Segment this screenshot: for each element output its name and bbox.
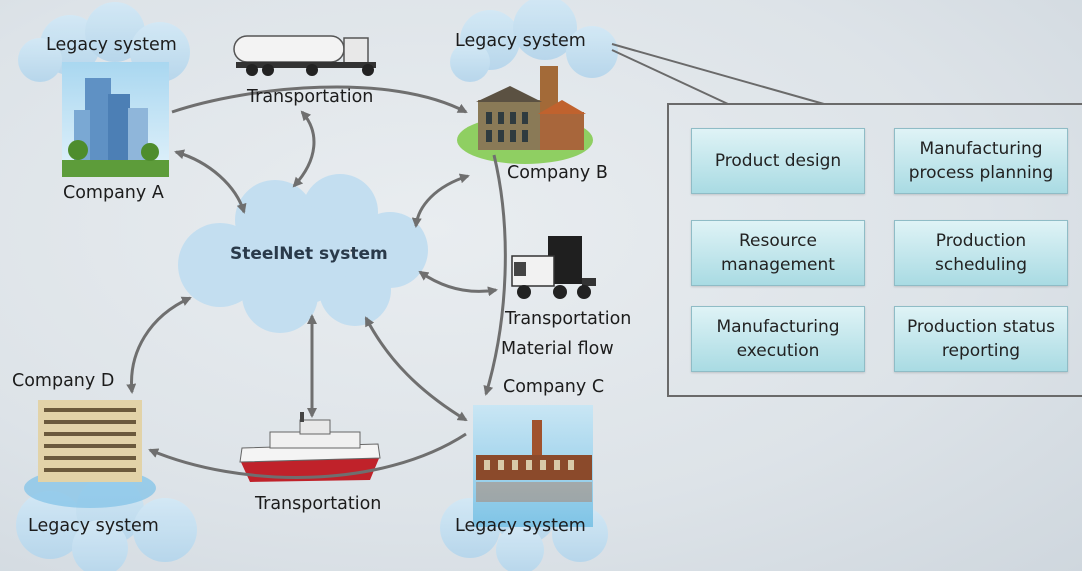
module-line2: reporting (941, 341, 1021, 361)
module-line1: Manufacturing (716, 317, 840, 337)
legacy-label-c: Legacy system (455, 516, 586, 536)
module-line1: Product design (714, 151, 842, 171)
arrow-b-steelnet (411, 173, 470, 228)
company-c-label: Company C (503, 377, 605, 397)
arrow-a-steelnet (174, 149, 247, 214)
module-line2: process planning (908, 163, 1054, 183)
module-line1: Resource (739, 231, 817, 251)
company-b-building-image (457, 66, 593, 164)
arrow-d-steelnet (126, 296, 192, 394)
module-line1: Production status (906, 317, 1056, 337)
steelnet-label: SteelNet system (230, 244, 388, 264)
company-d-building-image (24, 400, 156, 508)
module-line2: scheduling (934, 255, 1027, 275)
arrow-a-to-b-transport (171, 85, 468, 114)
module-line2: execution (736, 341, 820, 361)
transportation-label-top: Transportation (247, 87, 374, 107)
company-a-label: Company A (63, 183, 164, 203)
module-line1: Manufacturing (919, 139, 1043, 159)
steelnet-cloud (178, 174, 428, 333)
legacy-label-a: Legacy system (46, 35, 177, 55)
module-resource-management: Resource management (691, 220, 865, 286)
company-b-label: Company B (507, 163, 608, 183)
module-line1: Production (935, 231, 1027, 251)
semi-truck-icon (511, 236, 596, 299)
transportation-label-bottom: Transportation (255, 494, 382, 514)
company-a-building-image (62, 62, 169, 177)
module-product-design: Product design (691, 128, 865, 194)
material-flow-label: Material flow (501, 339, 614, 359)
tanker-truck-icon (233, 35, 376, 76)
company-c-building-image (473, 405, 593, 527)
callout-lines (611, 43, 825, 105)
module-production-status-reporting: Production status reporting (894, 306, 1068, 372)
company-d-label: Company D (12, 371, 115, 391)
modules-panel (667, 103, 1082, 397)
arrows (126, 85, 507, 479)
arrow-semi-steelnet (418, 270, 498, 297)
legacy-label-b: Legacy system (455, 31, 586, 51)
arrow-c-steelnet (364, 316, 468, 422)
legacy-cloud-b (450, 0, 618, 82)
arrow-b-to-c-material (483, 154, 507, 396)
module-production-scheduling: Production scheduling (894, 220, 1068, 286)
module-manufacturing-process-planning: Manufacturing process planning (894, 128, 1068, 194)
arrow-truck-steelnet (292, 110, 316, 188)
arrow-c-to-d-transport (148, 432, 467, 479)
module-manufacturing-execution: Manufacturing execution (691, 306, 865, 372)
transportation-label-right: Transportation (505, 309, 632, 329)
legacy-label-d: Legacy system (28, 516, 159, 536)
module-line2: management (721, 255, 835, 275)
